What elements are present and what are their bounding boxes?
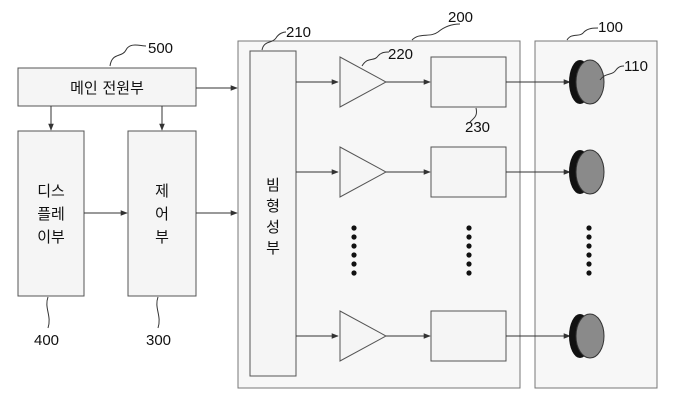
ref-220-label: 220	[388, 46, 413, 63]
ref-210-label: 210	[286, 24, 311, 41]
ref-230-label: 230	[465, 119, 490, 136]
output-column-ellipsis-icon	[466, 225, 472, 276]
main-power-unit-label: 메인 전원부	[70, 79, 144, 97]
leader-300	[156, 296, 160, 329]
output-block-2	[430, 146, 507, 198]
leader-220	[361, 51, 390, 67]
ref-500-label: 500	[148, 40, 173, 57]
ref-400-label: 400	[34, 332, 59, 349]
antenna-element-2	[575, 149, 605, 195]
amplifier-column-ellipsis-icon	[351, 225, 357, 276]
beamforming-unit-label-1: 빔	[266, 176, 280, 194]
output-block-1	[430, 56, 507, 108]
leader-500	[109, 44, 147, 67]
ref-300-label: 300	[146, 332, 171, 349]
main-power-unit-box	[17, 67, 197, 107]
ref-110-label: 110	[624, 58, 648, 75]
beamforming-unit-label-3: 성	[266, 218, 280, 236]
display-unit-box	[17, 130, 85, 297]
control-unit-label-2: 어	[155, 205, 169, 223]
antenna-element-1	[575, 59, 605, 105]
beamforming-unit-label-2: 형	[266, 197, 280, 215]
amplifier-3	[339, 310, 388, 362]
control-unit-box	[127, 130, 197, 297]
display-unit-label-3: 이부	[37, 228, 65, 246]
control-unit-label-1: 제	[155, 182, 169, 200]
amplifier-2	[339, 146, 388, 198]
amplifier-1	[339, 56, 388, 108]
leader-100	[566, 27, 599, 41]
leader-230	[469, 107, 477, 123]
output-block-3	[430, 310, 507, 362]
leader-210	[261, 31, 287, 51]
beamforming-unit-box	[249, 50, 297, 377]
leader-110	[599, 65, 625, 81]
leader-400	[46, 296, 50, 329]
ref-100-label: 100	[598, 19, 623, 36]
display-unit-label-1: 디스	[37, 182, 65, 200]
ref-200-label: 200	[448, 9, 473, 26]
beamforming-unit-label-4: 부	[266, 239, 280, 257]
antenna-element-3	[575, 313, 605, 359]
control-unit-label-3: 부	[155, 228, 169, 246]
leader-200	[411, 23, 461, 41]
display-unit-label-2: 플레	[37, 205, 65, 223]
antenna-column-ellipsis-icon	[586, 225, 592, 276]
